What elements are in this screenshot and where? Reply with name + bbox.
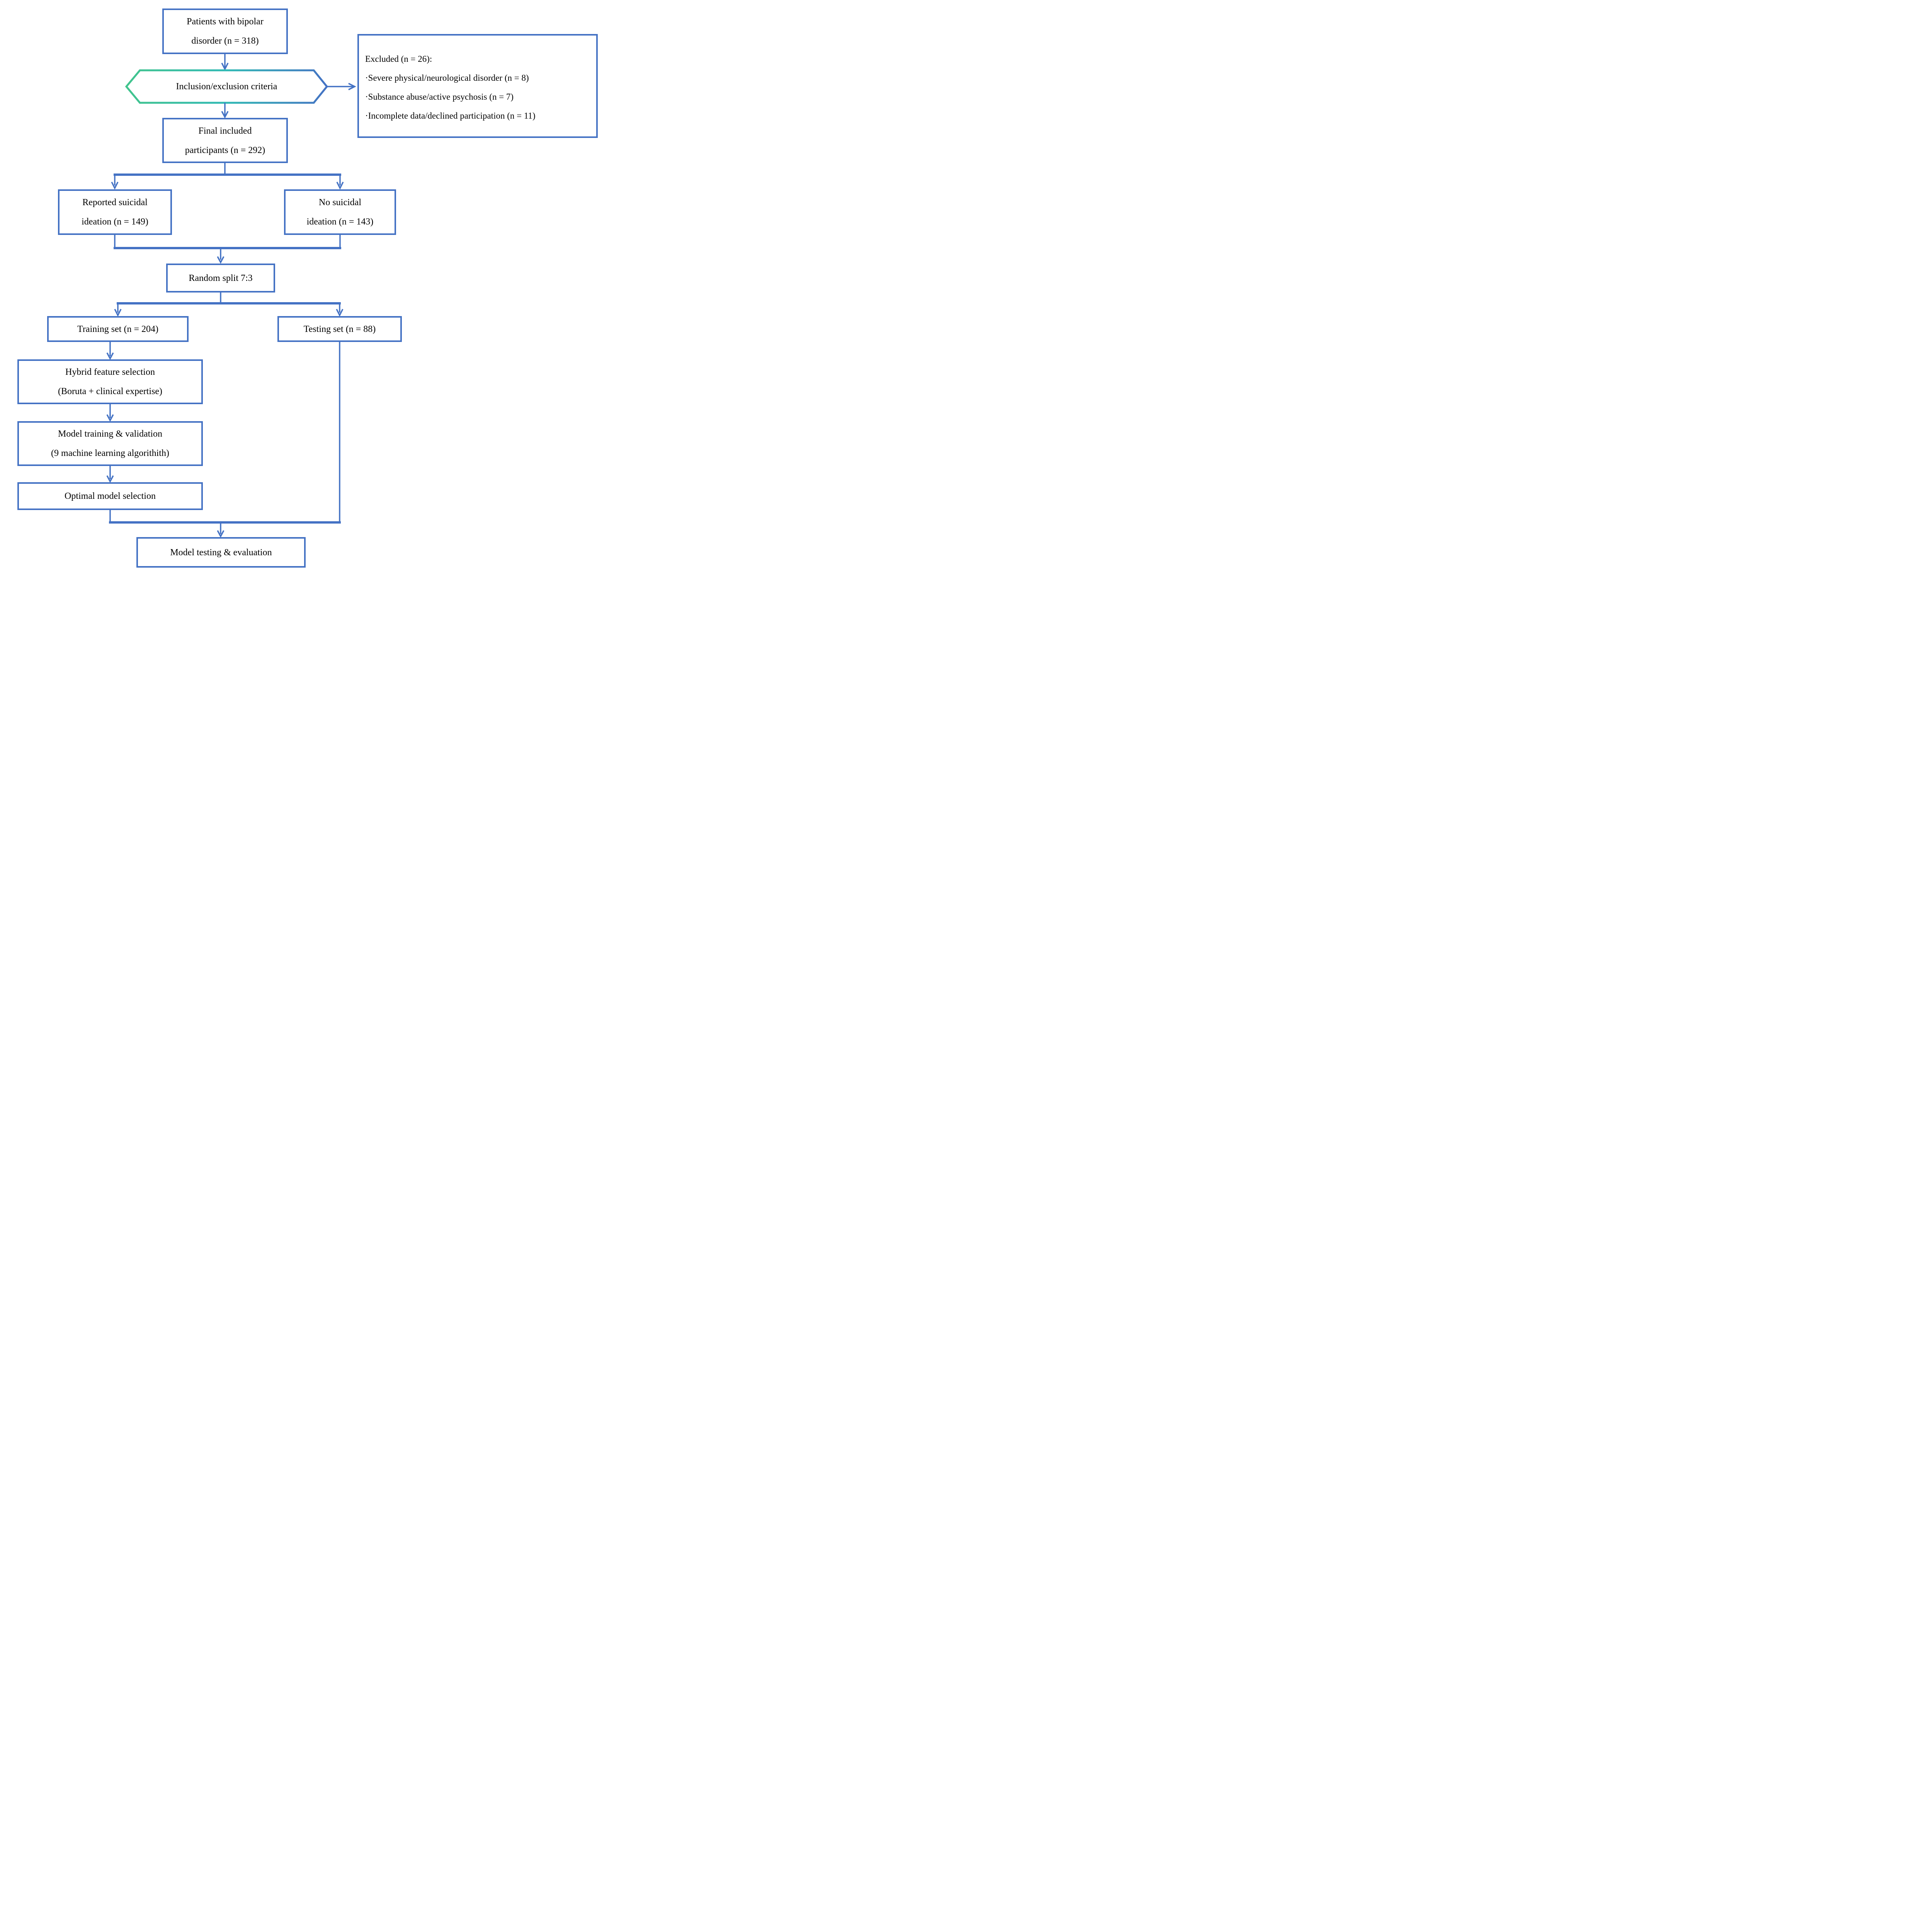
- excluded-box: Excluded (n = 26): ·Severe physical/neur…: [357, 34, 598, 138]
- optimal-model-box: Optimal model selection: [17, 482, 203, 510]
- excluded-item-2: ·Substance abuse/active psychosis (n = 7…: [365, 92, 514, 102]
- training-set-box: Training set (n = 204): [47, 316, 189, 342]
- criteria-label: Inclusion/exclusion criteria: [176, 81, 277, 92]
- excluded-title: Excluded (n = 26):: [365, 54, 432, 64]
- patients-box: Patients with bipolar disorder (n = 318): [162, 9, 288, 54]
- hybrid-feature-box: Hybrid feature selection (Boruta + clini…: [17, 359, 203, 404]
- criteria-hexagon-label: Inclusion/exclusion criteria: [126, 70, 327, 103]
- reported-ideation-box: Reported suicidal ideation (n = 149): [58, 189, 172, 235]
- excluded-item-3: ·Incomplete data/declined participation …: [365, 111, 536, 121]
- arrowhead-into-modeltraining: [106, 414, 114, 422]
- arrowhead-into-modeltesting: [217, 530, 224, 538]
- random-split-box: Random split 7:3: [166, 264, 275, 293]
- arrowhead-into-testing: [336, 309, 344, 317]
- testing-set-box: Testing set (n = 88): [277, 316, 402, 342]
- arrowhead-into-optimal: [106, 475, 114, 483]
- patients-line-2: disorder (n = 318): [191, 36, 259, 46]
- hybrid-line-2: (Boruta + clinical expertise): [58, 386, 163, 396]
- arrowhead-into-training: [114, 309, 122, 317]
- model-testing-box: Model testing & evaluation: [136, 537, 306, 568]
- arrowhead-into-hybrid: [106, 352, 114, 360]
- no-ideation-box: No suicidal ideation (n = 143): [284, 189, 396, 235]
- no-ideation-line-1: No suicidal: [319, 197, 361, 207]
- model-training-line-1: Model training & validation: [58, 429, 162, 439]
- final-line-1: Final included: [198, 126, 252, 136]
- reported-line-1: Reported suicidal: [82, 197, 148, 207]
- training-set-label: Training set (n = 204): [77, 324, 158, 334]
- flowchart-canvas: Patients with bipolar disorder (n = 318)…: [0, 0, 599, 578]
- reported-line-2: ideation (n = 149): [82, 217, 148, 227]
- arrowhead-into-criteria: [221, 63, 229, 71]
- connector-layer: [106, 54, 356, 538]
- arrowhead-into-excluded: [348, 83, 356, 90]
- hybrid-line-1: Hybrid feature selection: [65, 367, 155, 377]
- arrowhead-into-reported: [111, 182, 119, 190]
- no-ideation-line-2: ideation (n = 143): [306, 217, 374, 227]
- testing-set-label: Testing set (n = 88): [303, 324, 376, 334]
- patients-line-1: Patients with bipolar: [187, 17, 264, 27]
- model-training-box: Model training & validation (9 machine l…: [17, 421, 203, 466]
- final-line-2: participants (n = 292): [185, 145, 265, 155]
- model-testing-label: Model testing & evaluation: [170, 547, 272, 558]
- random-split-label: Random split 7:3: [189, 273, 253, 283]
- arrowhead-into-final: [221, 111, 229, 119]
- arrowhead-into-nosi: [336, 182, 344, 190]
- arrowhead-into-random: [217, 256, 224, 264]
- final-included-box: Final included participants (n = 292): [162, 118, 288, 163]
- optimal-model-label: Optimal model selection: [65, 491, 156, 501]
- model-training-line-2: (9 machine learning algorithith): [51, 448, 169, 458]
- excluded-item-1: ·Severe physical/neurological disorder (…: [365, 73, 529, 83]
